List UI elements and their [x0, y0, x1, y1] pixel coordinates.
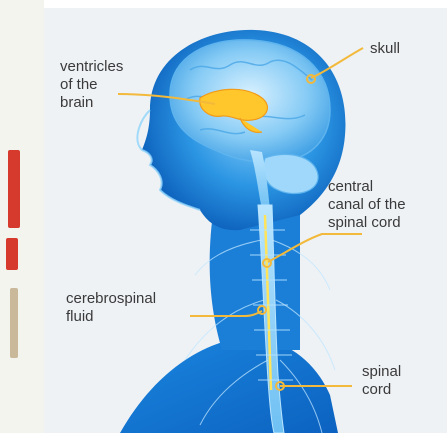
label-skull: skull: [370, 40, 400, 58]
label-central-canal: central canal of the spinal cord: [328, 178, 406, 232]
label-cerebrospinal-fluid: cerebrospinal fluid: [66, 290, 156, 326]
label-ventricles: ventricles of the brain: [60, 58, 123, 112]
label-spinal-cord: spinal cord: [362, 363, 401, 399]
